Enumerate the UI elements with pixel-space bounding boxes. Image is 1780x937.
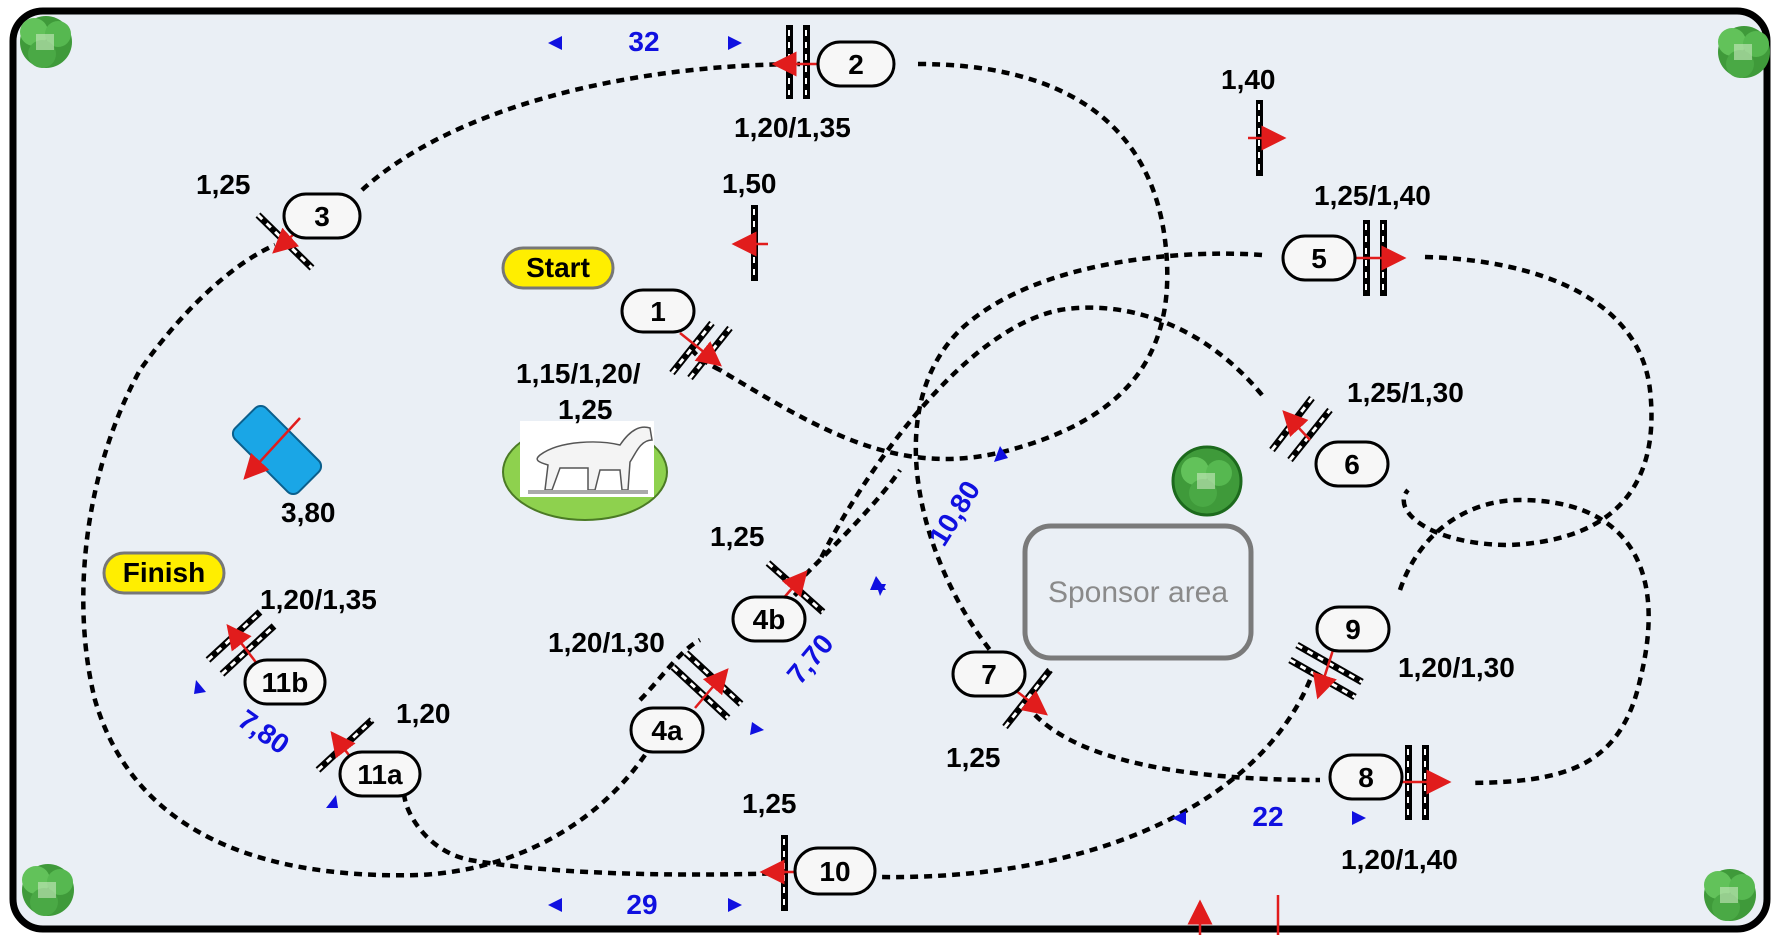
height-11a: 1,20 <box>396 698 451 729</box>
tree-icon <box>1718 26 1770 78</box>
height-7: 1,25 <box>946 742 1001 773</box>
distance-right-bottom: 22 <box>1172 801 1366 832</box>
svg-text:10: 10 <box>819 856 850 887</box>
sponsor-label: Sponsor area <box>1048 576 1228 609</box>
svg-text:22: 22 <box>1252 801 1283 832</box>
jump-badge-6: 6 <box>1314 440 1390 488</box>
jump-badge-5: 5 <box>1281 234 1357 282</box>
sponsor-area <box>1022 523 1254 661</box>
height-10: 1,25 <box>742 788 797 819</box>
height-practice-top: 1,40 <box>1221 64 1276 95</box>
start-badge: Start <box>501 246 615 290</box>
fence-6 <box>1269 395 1333 463</box>
svg-text:11b: 11b <box>262 667 309 698</box>
height-11b: 1,20/1,35 <box>260 584 377 615</box>
height-4b: 1,25 <box>710 521 765 552</box>
fence-4a <box>670 650 744 721</box>
tree-icon <box>22 864 74 916</box>
distance-top: 32 <box>548 26 742 57</box>
svg-text:6: 6 <box>1344 449 1360 480</box>
jump-badge-8: 8 <box>1328 753 1404 801</box>
fence-8 <box>1395 745 1452 820</box>
fence-10 <box>759 835 796 911</box>
height-practice-mid: 1,50 <box>722 168 777 199</box>
entry-arrow <box>1187 895 1280 935</box>
svg-text:3: 3 <box>314 201 330 232</box>
height-4a: 1,20/1,30 <box>548 627 665 658</box>
svg-text:29: 29 <box>626 889 657 920</box>
water-height: 3,80 <box>281 497 336 528</box>
height-6: 1,25/1,30 <box>1347 377 1464 408</box>
fence-11b <box>205 609 277 677</box>
fence-practice-mid <box>731 205 768 281</box>
fence-practice-top <box>1248 100 1287 176</box>
jump-badge-1: 1 <box>620 288 696 334</box>
jump-badge-10: 10 <box>793 846 877 896</box>
finish-label: Finish <box>123 557 205 588</box>
fence-5 <box>1352 220 1407 296</box>
jump-badge-9: 9 <box>1315 605 1391 653</box>
fence-3 <box>255 212 315 271</box>
svg-text:5: 5 <box>1311 243 1327 274</box>
horse-icon <box>502 421 668 521</box>
jump-badge-11b: 11b <box>243 658 327 706</box>
svg-text:4a: 4a <box>651 715 683 746</box>
svg-text:2: 2 <box>848 49 864 80</box>
finish-badge: Finish <box>102 551 226 595</box>
tree-icon <box>1171 445 1243 517</box>
height-1b: 1,25 <box>558 394 613 425</box>
jump-badge-4a: 4a <box>629 706 705 754</box>
height-8: 1,20/1,40 <box>1341 844 1458 875</box>
jump-badge-2: 2 <box>816 40 896 88</box>
jump-badge-11a: 11a <box>338 750 422 798</box>
distance-bottom: 29 <box>548 889 742 920</box>
height-1a: 1,15/1,20/ <box>516 358 641 389</box>
height-5: 1,25/1,40 <box>1314 180 1431 211</box>
fence-1 <box>669 320 733 381</box>
jump-badge-3: 3 <box>282 192 362 240</box>
svg-text:4b: 4b <box>753 604 786 635</box>
svg-text:9: 9 <box>1345 614 1361 645</box>
fence-4b <box>765 560 826 615</box>
water-jump <box>231 404 323 496</box>
svg-text:7: 7 <box>981 659 997 690</box>
tree-icon <box>1704 869 1756 921</box>
height-2: 1,20/1,35 <box>734 112 851 143</box>
start-label: Start <box>526 252 590 283</box>
jump-badge-7: 7 <box>951 650 1027 698</box>
svg-text:8: 8 <box>1358 762 1374 793</box>
svg-text:32: 32 <box>628 26 659 57</box>
svg-text:1: 1 <box>650 296 666 327</box>
jump-badge-4b: 4b <box>731 595 807 643</box>
height-3: 1,25 <box>196 169 251 200</box>
svg-text:11a: 11a <box>357 759 403 790</box>
tree-icon <box>20 16 72 68</box>
height-9: 1,20/1,30 <box>1398 652 1515 683</box>
fence-9 <box>1288 641 1364 701</box>
fence-2 <box>771 25 822 99</box>
